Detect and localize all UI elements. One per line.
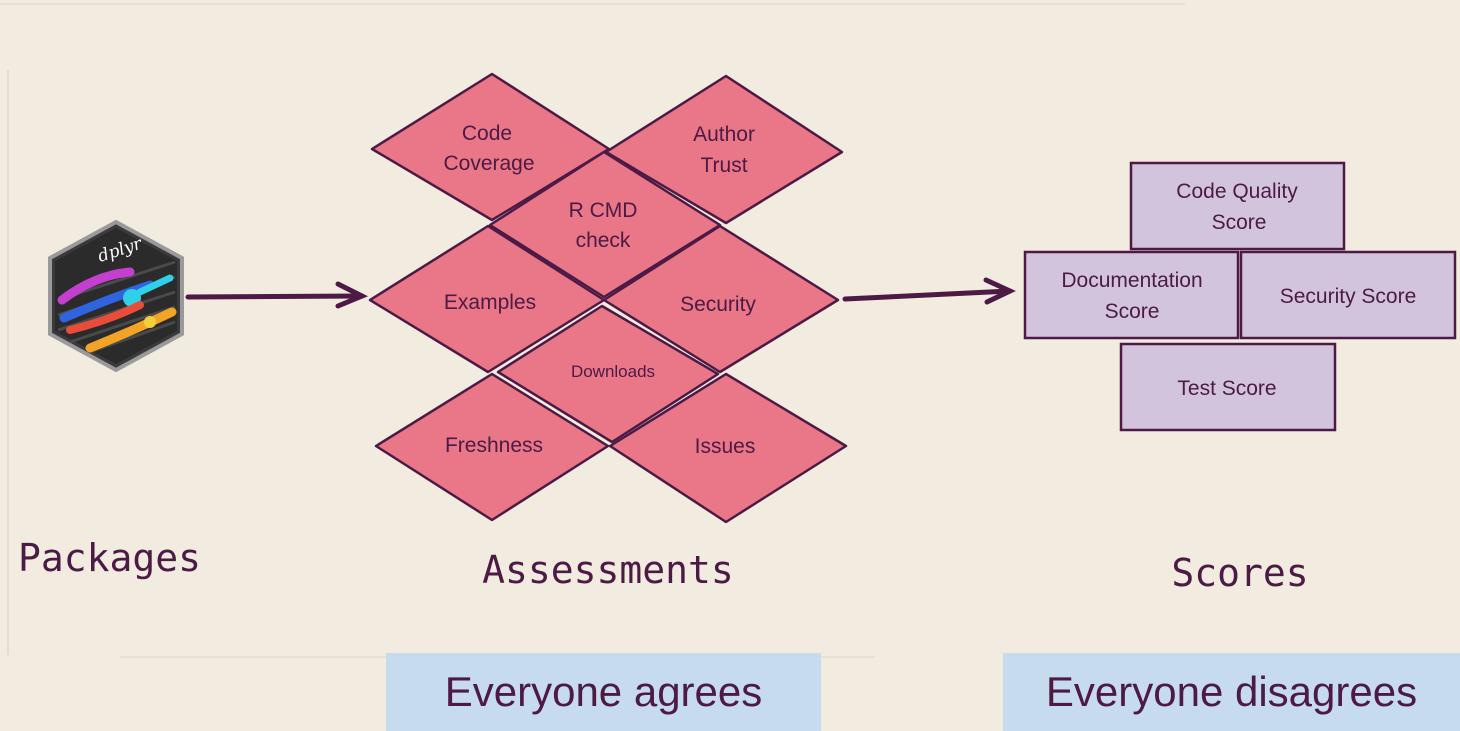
assessment-diamond — [496, 304, 720, 444]
dplyr-hex-logo: dplyr — [48, 219, 184, 373]
score-label-code-quality-1: Code Quality — [1176, 180, 1298, 203]
assessment-diamond — [374, 372, 610, 522]
score-label-test: Test Score — [1177, 377, 1276, 400]
assessment-diamond — [602, 224, 840, 374]
scores-group — [1023, 161, 1457, 432]
score-label-security: Security Score — [1280, 285, 1417, 308]
assessment-label-security: Security — [680, 293, 756, 316]
arrow-to-assessments — [185, 281, 369, 309]
stage-title-packages: Packages — [18, 536, 201, 580]
score-label-documentation-1: Documentation — [1061, 269, 1202, 292]
score-label-documentation-2: Score — [1105, 300, 1160, 323]
assessment-label-rcmd-2: check — [576, 229, 631, 252]
assessment-label-author-trust-2: Trust — [700, 154, 747, 177]
assessment-label-issues: Issues — [695, 435, 756, 458]
assessments-group — [368, 72, 848, 524]
assessment-diamond — [608, 372, 848, 524]
caption-everyone-disagrees: Everyone disagrees — [1003, 653, 1460, 731]
assessment-label-code-coverage-2: Coverage — [443, 152, 534, 175]
score-label-code-quality-2: Score — [1212, 211, 1267, 234]
assessment-label-freshness: Freshness — [445, 434, 543, 457]
score-box-documentation — [1023, 250, 1240, 340]
caption-everyone-agrees: Everyone agrees — [386, 653, 821, 731]
assessment-label-downloads: Downloads — [571, 362, 655, 381]
assessment-label-author-trust-1: Author — [693, 123, 755, 146]
assessment-label-rcmd-1: R CMD — [569, 199, 638, 222]
assessment-label-code-coverage-1: Code — [462, 122, 512, 145]
stage-title-scores: Scores — [1171, 551, 1308, 595]
assessment-diamond — [604, 74, 844, 225]
score-box-security — [1239, 250, 1457, 340]
score-labels: Code Quality Score Documentation Score S… — [1061, 180, 1416, 400]
arrow-to-scores — [842, 277, 1016, 305]
score-box-code-quality — [1129, 161, 1346, 251]
stage-title-assessments: Assessments — [482, 548, 734, 592]
assessment-label-examples: Examples — [444, 291, 536, 314]
score-box-test — [1119, 342, 1337, 432]
assessment-labels: Code Coverage Author Trust R CMD check E… — [443, 122, 756, 458]
